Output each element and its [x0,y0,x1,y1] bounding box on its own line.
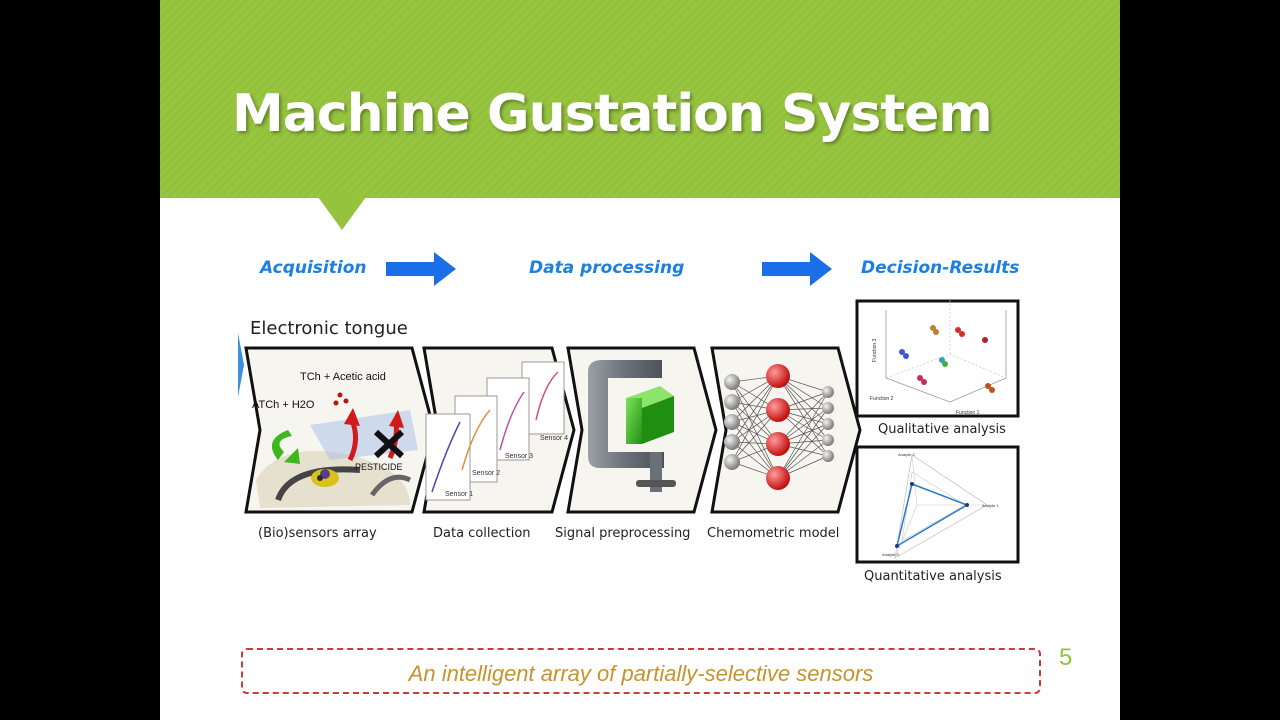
stage-decision-results: Decision-Results [861,258,1020,278]
caption-biosensors: (Bio)sensors array [258,526,377,541]
flow-arrow-1 [386,252,456,286]
reagent-1-label: TCh + Acetic acid [300,371,386,383]
stage-data-processing: Data processing [529,258,685,278]
slide-title: Machine Gustation System [232,84,993,144]
electronic-tongue-label: Electronic tongue [250,318,408,339]
sensor-label-1: Sensor 1 [445,491,473,498]
caption-qualitative-analysis: Qualitative analysis [878,422,1006,437]
biosensor-panel: TCh + Acetic acid ATCh + H2O PESTICIDE [238,333,436,514]
caption-quantitative-analysis: Quantitative analysis [864,569,1002,584]
caption-signal-preprocessing: Signal preprocessing [555,526,691,541]
reagent-2-label: ATCh + H2O [252,399,315,411]
axis-function-1: Function 1 [956,410,980,416]
axis-function-3: Function 3 [872,338,878,362]
axis-function-2: Function 2 [870,396,894,402]
signal-preprocessing-panel [566,346,718,514]
sensor-label-3: Sensor 3 [505,453,533,460]
sensor-label-2: Sensor 2 [472,470,500,477]
caption-data-collection: Data collection [433,526,531,541]
stage-acquisition: Acquisition [260,258,367,278]
inhibitor-label: PESTICIDE [355,462,403,472]
page-number: 5 [1059,644,1073,671]
title-banner [160,0,1120,198]
flow-arrow-2 [762,252,832,286]
data-collection-panel: Sensor 4 Sensor 3 Sensor 2 Sensor 1 [422,346,576,514]
slide: Machine Gustation System Acquisition Dat… [160,0,1120,720]
footer-callout: An intelligent array of partially-select… [241,648,1041,694]
workflow-diagram: TCh + Acetic acid ATCh + H2O PESTICIDE S… [238,252,1020,564]
footer-text: An intelligent array of partially-select… [408,661,874,686]
caption-chemometric-model: Chemometric model [707,526,840,541]
qualitative-analysis-panel: Function 1 Function 2 Function 3 [855,299,1020,418]
quantitative-analysis-panel: Analyte 1 Analyte 2 Analyte 3 [855,445,1020,564]
radar-axis-2: Analyte 2 [898,452,915,457]
sensor-label-4: Sensor 4 [540,435,568,442]
chemometric-model-panel [710,346,862,514]
banner-notch [318,197,366,230]
radar-axis-1: Analyte 1 [982,503,999,508]
radar-axis-3: Analyte 3 [882,552,899,557]
